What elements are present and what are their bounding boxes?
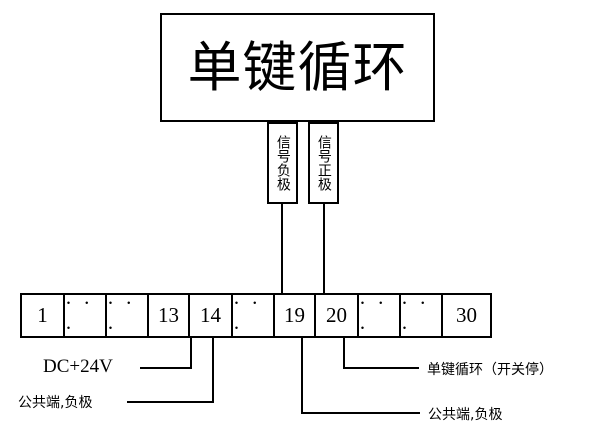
terminal-cell: · · ·	[65, 291, 107, 340]
dc-supply-wire-vertical	[190, 338, 192, 367]
terminal-strip: 1 · · · · · · 13 14 · · · 19 20 · · · · …	[20, 291, 492, 340]
single-key-cycle-wire-horizontal	[343, 367, 419, 369]
terminal-cell: 1	[22, 295, 65, 336]
common-negative-right-wire-horizontal	[301, 412, 420, 414]
signal-positive-label: 信号正极	[315, 135, 332, 191]
terminal-cell: 14	[190, 295, 233, 336]
signal-positive-wire	[323, 204, 325, 293]
signal-positive-box: 信号正极	[308, 122, 339, 204]
dc-supply-label: DC+24V	[43, 356, 113, 377]
terminal-cell: · · ·	[233, 291, 275, 340]
dc-supply-wire-horizontal	[140, 367, 192, 369]
terminal-cell: · · ·	[359, 291, 401, 340]
title-box: 单键循环	[160, 13, 435, 122]
title-text: 单键循环	[187, 35, 408, 99]
common-negative-right-label: 公共端,负极	[428, 407, 503, 423]
common-negative-right-wire-vertical	[301, 338, 303, 412]
common-negative-left-wire-horizontal	[127, 401, 214, 403]
terminal-cell: 13	[149, 295, 190, 336]
signal-negative-wire	[281, 204, 283, 293]
terminal-cell: 20	[316, 295, 359, 336]
common-negative-left-wire-vertical	[212, 338, 214, 401]
common-negative-left-label: 公共端,负极	[18, 395, 93, 411]
terminal-cell: 19	[275, 295, 316, 336]
signal-negative-box: 信号负极	[267, 122, 298, 204]
terminal-cell: 30	[456, 303, 477, 327]
terminal-cell: · · ·	[107, 291, 149, 340]
single-key-cycle-wire-vertical	[343, 338, 345, 367]
single-key-cycle-label: 单键循环（开关停）	[427, 362, 553, 378]
signal-negative-label: 信号负极	[274, 135, 291, 191]
terminal-cell: · · ·	[401, 291, 443, 340]
